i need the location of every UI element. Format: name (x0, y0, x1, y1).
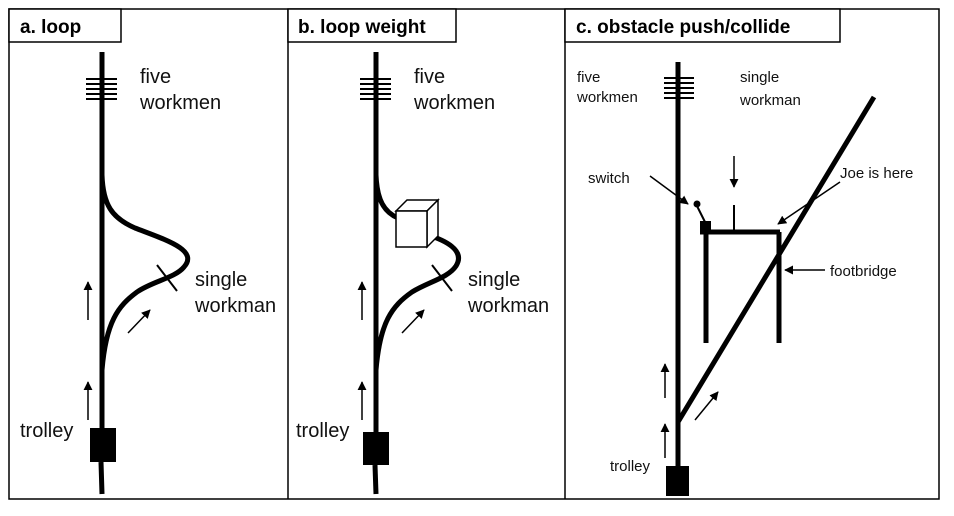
switch-label: switch (588, 170, 630, 187)
loop-track (373, 232, 461, 371)
trolley (90, 428, 116, 462)
side-track (675, 95, 877, 424)
single-workman-label: single (740, 69, 779, 86)
direction-arrow (127, 309, 151, 334)
footbridge-label: footbridge (830, 263, 897, 280)
single-workman-label: workman (194, 295, 276, 317)
trolley (666, 466, 689, 496)
five-workmen-marks (664, 77, 694, 99)
loop-track (99, 174, 191, 371)
single-workman-mark (156, 264, 178, 292)
switch-knob (693, 200, 701, 208)
panel-title: b. loop weight (298, 17, 426, 38)
five-workmen-label: workmen (576, 89, 638, 106)
footbridge (700, 229, 782, 343)
single-workman-mark (431, 264, 453, 292)
direction-arrow (694, 391, 719, 421)
single-workman-label: workman (467, 295, 549, 317)
panel-title-box (8, 8, 122, 43)
switch-lever (696, 205, 706, 223)
five-workmen-label: five (577, 69, 600, 86)
trolley-label: trolley (610, 458, 651, 475)
loop-weight-box (394, 198, 440, 249)
five-workmen-label: five (414, 66, 445, 88)
panel-title-box (564, 8, 841, 43)
loop-track (373, 174, 400, 221)
trolley-label: trolley (296, 420, 349, 442)
figure-frame (8, 8, 940, 500)
main-track (372, 464, 379, 495)
panel-b: b. loop weight five workmen single workm… (287, 8, 549, 495)
direction-arrow (401, 309, 425, 334)
callout-arrow (777, 181, 841, 225)
five-workmen-marks (86, 78, 117, 100)
five-workmen-label: workmen (413, 92, 495, 114)
single-workman-label: workman (739, 92, 801, 109)
panel-title: a. loop (20, 17, 81, 38)
joe-label: Joe is here (840, 165, 913, 182)
panel-a: a. loop five workmen single workman trol… (8, 8, 276, 495)
single-workman-label: single (468, 269, 520, 291)
trolley-label: trolley (20, 420, 73, 442)
five-workmen-marks (360, 78, 391, 100)
switch (700, 221, 711, 232)
callout-arrow (649, 175, 689, 205)
panel-title: c. obstacle push/collide (576, 17, 790, 38)
trolley (363, 432, 389, 465)
main-track (98, 461, 105, 495)
single-workman-label: single (195, 269, 247, 291)
five-workmen-label: five (140, 66, 171, 88)
panel-title-box (287, 8, 457, 43)
panel-c: c. obstacle push/collide (564, 8, 913, 496)
five-workmen-label: workmen (139, 92, 221, 114)
